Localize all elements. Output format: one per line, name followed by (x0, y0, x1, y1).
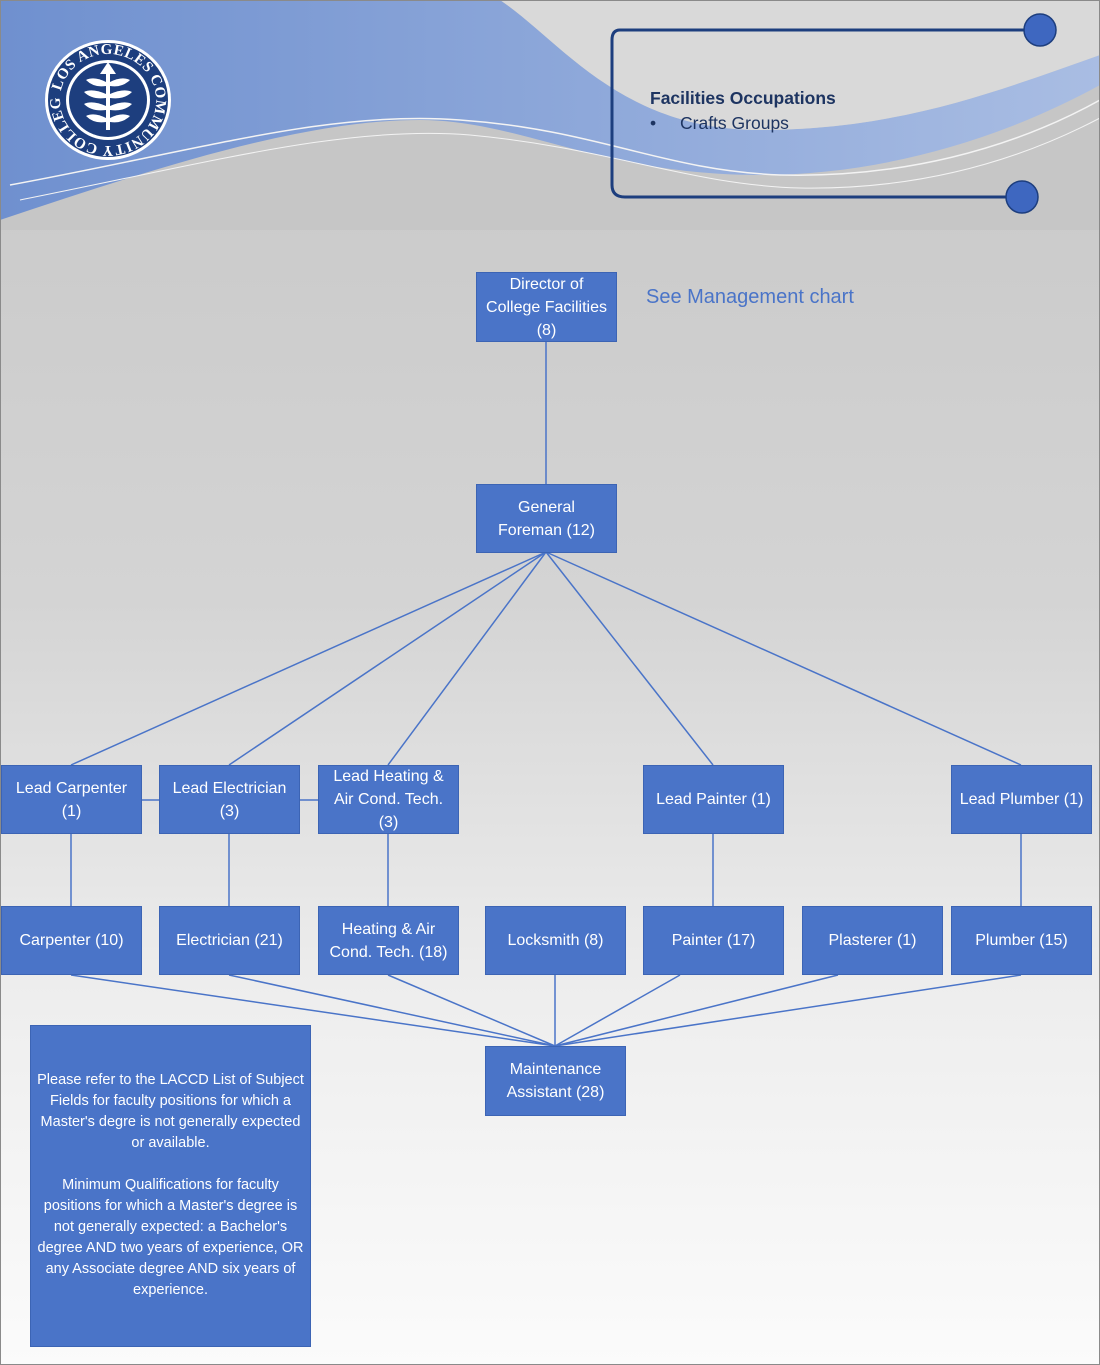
lead-electrician-box: Lead Electrician (3) (159, 765, 300, 834)
management-chart-link[interactable]: See Management chart (646, 286, 854, 308)
hvac-tech-box: Heating & Air Cond. Tech. (18) (318, 906, 459, 975)
electrician-box: Electrician (21) (159, 906, 300, 975)
note-paragraph-2: Minimum Qualifications for faculty posit… (37, 1177, 304, 1298)
lead-painter-box: Lead Painter (1) (643, 765, 784, 834)
qualifications-note: Please refer to the LACCD List of Subjec… (30, 1025, 311, 1347)
lead-plumber-box: Lead Plumber (1) (951, 765, 1092, 834)
lead-hvac-box: Lead Heating & Air Cond. Tech. (3) (318, 765, 459, 834)
director-box: Director of College Facilities (8) (476, 272, 617, 342)
bullet-text: Crafts Groups (680, 113, 789, 133)
plumber-box: Plumber (15) (951, 906, 1092, 975)
general-foreman-box: General Foreman (12) (476, 484, 617, 553)
painter-box: Painter (17) (643, 906, 784, 975)
maintenance-assistant-box: Maintenance Assistant (28) (485, 1046, 626, 1116)
plasterer-box: Plasterer (1) (802, 906, 943, 975)
lead-carpenter-box: Lead Carpenter (1) (1, 765, 142, 834)
locksmith-box: Locksmith (8) (485, 906, 626, 975)
note-paragraph-1: Please refer to the LACCD List of Subjec… (37, 1072, 304, 1151)
carpenter-box: Carpenter (10) (1, 906, 142, 975)
header-background: LOS ANGELES COMMUNITY COLLEGE DISTRICT (0, 0, 1100, 230)
page-title: Facilities Occupations (650, 88, 836, 108)
bullet-item: •Crafts Groups (650, 113, 789, 133)
title-panel: Facilities Occupations •Crafts Groups (650, 86, 836, 136)
